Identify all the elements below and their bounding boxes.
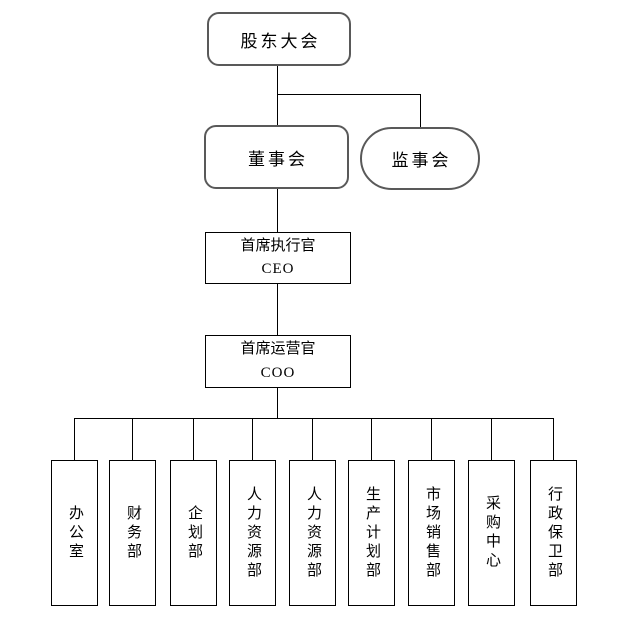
connector-drop-dept-8 — [491, 418, 492, 461]
node-ceo-title: 首席执行官 — [240, 237, 316, 254]
connector-coo-to-bus — [277, 387, 278, 418]
dept-label: 企划部 — [186, 504, 202, 562]
node-coo: 首席运营官 COO — [205, 335, 351, 388]
dept-label: 市场销售部 — [424, 485, 440, 581]
connector-drop-dept-3 — [193, 418, 194, 461]
dept-label: 人力资源部 — [305, 485, 321, 581]
connector-drop-dept-1 — [74, 418, 75, 461]
node-dept-office: 办公室 — [51, 460, 98, 606]
node-board-label: 董事会 — [248, 149, 308, 169]
node-ceo-abbr: CEO — [261, 261, 295, 277]
connector-bus — [74, 418, 554, 419]
node-coo-title: 首席运营官 — [240, 341, 316, 358]
node-coo-abbr: COO — [260, 364, 296, 381]
node-ceo: 首席执行官 CEO — [205, 232, 351, 284]
dept-label: 财务部 — [125, 504, 141, 562]
connector-ceo-to-coo — [277, 283, 278, 335]
dept-label: 办公室 — [67, 504, 83, 562]
connector-drop-dept-4 — [252, 418, 253, 461]
node-shareholders-meeting: 股东大会 — [207, 12, 351, 66]
connector-board-to-ceo — [277, 189, 278, 232]
connector-drop-dept-5 — [312, 418, 313, 461]
node-dept-marketing-sales: 市场销售部 — [408, 460, 455, 606]
node-dept-human-resources-2: 人力资源部 — [289, 460, 336, 606]
node-dept-procurement-center: 采购中心 — [468, 460, 515, 606]
connector-shareholders-to-board — [277, 66, 278, 125]
node-dept-human-resources-1: 人力资源部 — [229, 460, 276, 606]
node-dept-production-planning: 生产计划部 — [348, 460, 395, 606]
node-dept-admin-security: 行政保卫部 — [530, 460, 577, 606]
dept-label: 行政保卫部 — [546, 485, 562, 581]
node-supervisory-label: 监事会 — [391, 151, 452, 170]
node-shareholders-label: 股东大会 — [240, 31, 321, 51]
connector-drop-dept-9 — [553, 418, 554, 461]
connector-drop-supervisory — [420, 94, 421, 127]
dept-label: 人力资源部 — [245, 485, 261, 581]
connector-drop-dept-7 — [431, 418, 432, 461]
node-dept-finance: 财务部 — [109, 460, 156, 606]
connector-branch-to-supervisory — [277, 94, 421, 95]
node-board-of-directors: 董事会 — [204, 125, 349, 189]
connector-drop-dept-2 — [132, 418, 133, 461]
node-supervisory-board: 监事会 — [360, 127, 480, 190]
connector-drop-dept-6 — [371, 418, 372, 461]
dept-label: 采购中心 — [484, 495, 500, 571]
node-dept-planning: 企划部 — [170, 460, 217, 606]
dept-label: 生产计划部 — [364, 485, 380, 581]
